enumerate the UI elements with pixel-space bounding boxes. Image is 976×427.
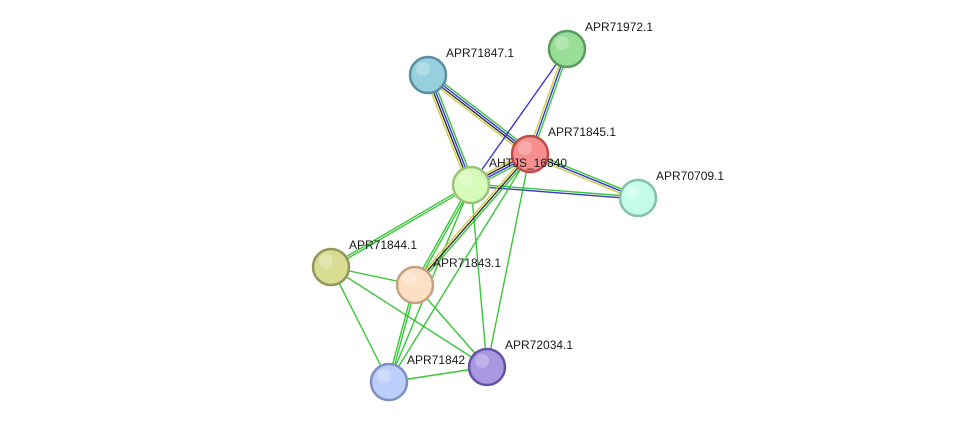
node-apr71844-1[interactable]: APR71844.1 [311,238,417,287]
edge-line [430,73,475,185]
edge-line [412,152,529,285]
edge-apr71847-1-apr71845-1 [425,71,533,158]
edge-line [530,151,640,197]
node-label: AHTJS_16840 [489,156,567,170]
edge-ahtjs-16840-apr71844-1 [330,183,472,269]
node-circle[interactable] [467,347,507,387]
edge-apr71845-1-apr72034-1 [486,153,531,368]
node-circle[interactable] [510,134,550,174]
node-label: APR71972.1 [585,20,653,34]
node-highlight [377,369,391,383]
node-circle[interactable] [369,362,409,402]
node-apr71842[interactable]: APR71842 [369,353,465,402]
edge-line [416,154,533,287]
edge-line [470,48,568,186]
node-label: APR72034.1 [505,338,573,352]
nodes-layer: APR71847.1 APR71972.1APR71845.1AHTJS_1684… [311,20,724,402]
edge-line [426,75,530,156]
node-highlight [403,272,417,286]
node-highlight [626,185,640,199]
node-highlight [459,172,473,186]
edge-apr71844-1-apr72034-1 [330,266,488,368]
edge-line [424,75,469,187]
node-highlight [319,254,333,268]
edge-line [428,73,532,154]
edge-line [428,74,473,185]
edge-line [330,266,390,383]
node-apr71843-1[interactable]: APR71843.1 [395,256,501,305]
node-circle[interactable] [618,178,658,218]
node-label: APR71847.1 [446,46,514,60]
edge-line [330,266,488,368]
edge-line [470,185,638,200]
edge-apr71972-1-ahtjs-16840 [470,48,568,186]
edge-line [486,153,531,368]
node-label: APR70709.1 [656,169,724,183]
edge-line [426,75,471,186]
edge-line [414,153,531,286]
edge-apr71844-1-apr71842 [330,266,390,383]
edge-line [425,77,529,158]
edge-line [331,185,472,269]
node-label: APR71842 [407,353,465,367]
edge-line [528,155,638,201]
edge-apr71845-1-apr71843-1 [412,152,533,287]
node-highlight [555,36,569,50]
edge-line [529,153,639,199]
node-apr71972-1[interactable]: APR71972.1 [547,20,653,69]
node-highlight [518,141,532,155]
node-apr71845-1[interactable]: APR71845.1 [510,125,616,174]
edge-apr71847-1-ahtjs-16840 [424,73,475,187]
node-circle[interactable] [547,29,587,69]
node-highlight [416,62,430,76]
edge-line [429,71,533,152]
node-circle[interactable] [408,55,448,95]
node-apr70709-1[interactable]: APR70709.1 [618,169,724,218]
node-apr71847-1[interactable]: APR71847.1 [408,46,514,95]
node-circle[interactable] [451,165,491,205]
node-circle[interactable] [311,247,351,287]
node-label: APR71843.1 [433,256,501,270]
edge-apr71845-1-apr70709-1 [528,151,640,201]
node-highlight [475,354,489,368]
edge-line [388,153,531,383]
edge-line [330,183,471,267]
node-apr72034-1[interactable]: APR72034.1 [467,338,573,387]
node-label: APR71845.1 [548,125,616,139]
edge-apr71845-1-apr71842 [388,153,531,383]
edges-layer [330,48,640,383]
node-circle[interactable] [395,265,435,305]
node-label: APR71844.1 [349,238,417,252]
node-ahtjs-16840[interactable]: AHTJS_16840 [451,156,567,205]
